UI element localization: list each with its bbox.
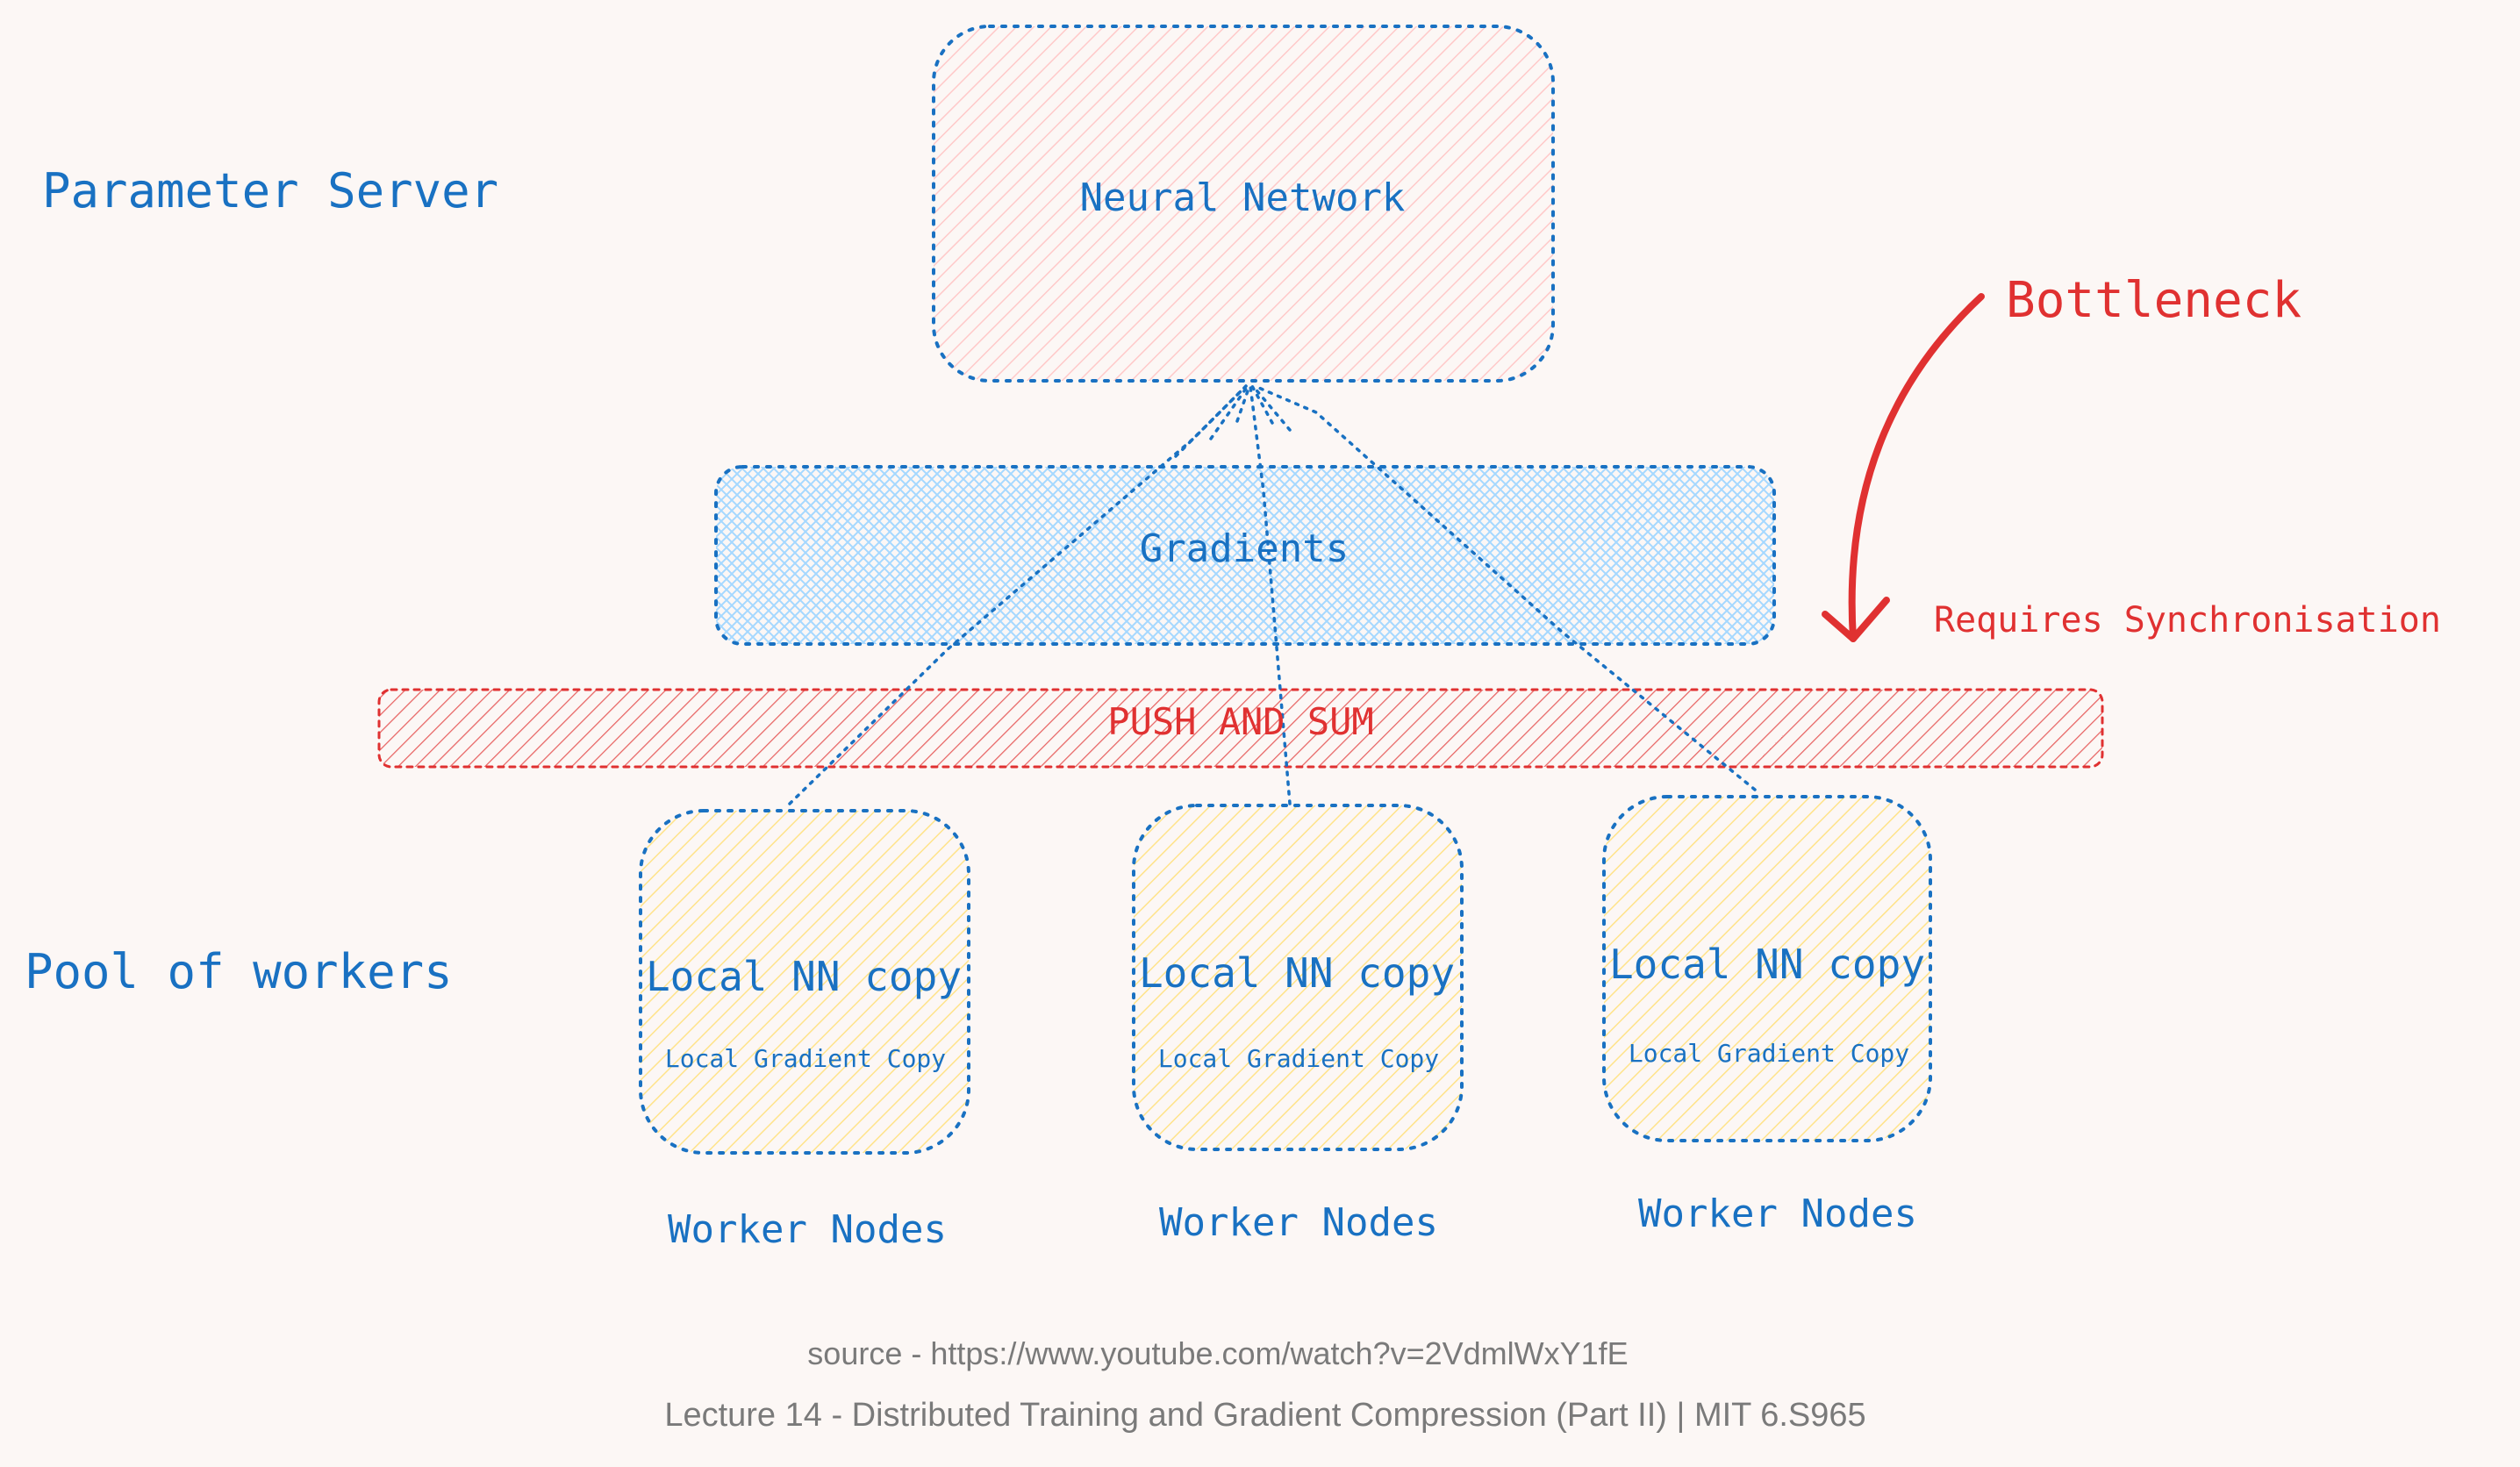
push-and-sum-bar — [377, 688, 2104, 769]
connector-fan-e — [1250, 384, 1274, 425]
pool-of-workers-label: Pool of workers — [25, 944, 453, 999]
worker-connectors — [788, 384, 1757, 805]
local-nn-copy-label: Local NN copy — [645, 953, 963, 1000]
bottleneck-label: Bottleneck — [2006, 272, 2302, 329]
push-and-sum-label: PUSH AND SUM — [1107, 700, 1374, 743]
local-gradient-copy-label: Local Gradient Copy — [1628, 1039, 1910, 1068]
worker-box-1 — [639, 809, 970, 1155]
local-gradient-copy-label: Local Gradient Copy — [664, 1044, 947, 1073]
worker-box-3 — [1602, 795, 1932, 1142]
connector-worker-3 — [1253, 384, 1757, 791]
gradients-label: Gradients — [1139, 526, 1349, 571]
neural-network-label: Neural Network — [1079, 175, 1406, 220]
connector-fan-c — [1251, 384, 1292, 432]
worker-box-2 — [1132, 804, 1464, 1151]
parameter-server-label: Parameter Server — [42, 163, 499, 218]
worker-nodes-label: Worker Nodes — [668, 1207, 947, 1252]
requires-synchronisation-label: Requires Synchronisation — [1934, 600, 2441, 640]
worker-nodes-label: Worker Nodes — [1159, 1200, 1438, 1245]
local-nn-copy-label: Local NN copy — [1608, 941, 1926, 988]
connector-fan-d — [1235, 384, 1251, 423]
local-nn-copy-label: Local NN copy — [1138, 949, 1456, 997]
connector-fan-a — [1174, 384, 1248, 458]
worker-nodes-label: Worker Nodes — [1638, 1191, 1917, 1236]
source-caption: source - https://www.youtube.com/watch?v… — [807, 1335, 1629, 1371]
gradients-box — [714, 465, 1776, 646]
bottleneck-arrow — [1822, 293, 1985, 642]
neural-network-box — [932, 25, 1555, 383]
lecture-caption: Lecture 14 - Distributed Training and Gr… — [664, 1397, 1866, 1434]
local-gradient-copy-label: Local Gradient Copy — [1157, 1044, 1440, 1073]
connector-fan-b — [1209, 384, 1249, 440]
